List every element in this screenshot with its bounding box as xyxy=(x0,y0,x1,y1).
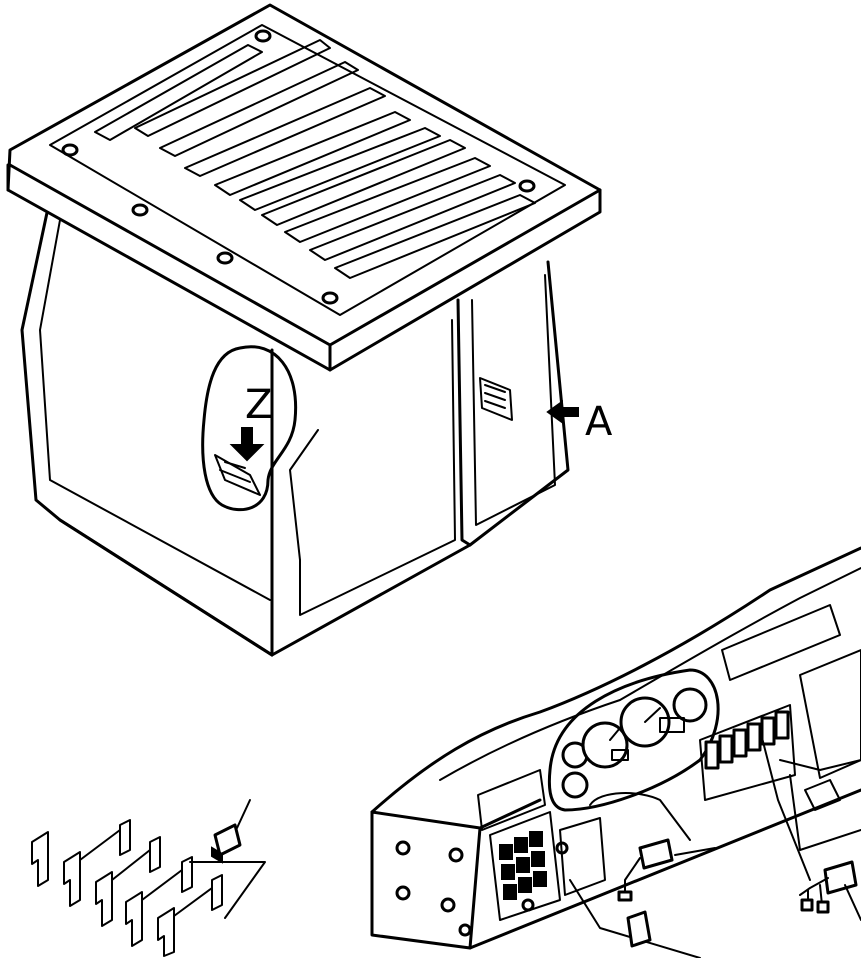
roof-ribs xyxy=(94,39,536,279)
callout-z-label: Z xyxy=(245,382,272,428)
display-panels xyxy=(477,604,861,831)
cab-roof xyxy=(6,3,602,372)
callout-a-label: A xyxy=(585,399,613,445)
wire-harness xyxy=(569,729,861,958)
right-switch-bank xyxy=(699,704,796,801)
left-switch-bank xyxy=(489,811,569,921)
roof-bolts xyxy=(61,29,536,305)
gauge-cluster xyxy=(547,668,720,812)
view-z-cutout xyxy=(201,345,298,512)
side-holes xyxy=(395,840,472,937)
view-a-marker xyxy=(479,377,579,424)
dashboard xyxy=(370,546,861,950)
relay-component xyxy=(211,799,251,864)
cab-body xyxy=(20,206,570,657)
relay-brackets xyxy=(31,819,266,957)
